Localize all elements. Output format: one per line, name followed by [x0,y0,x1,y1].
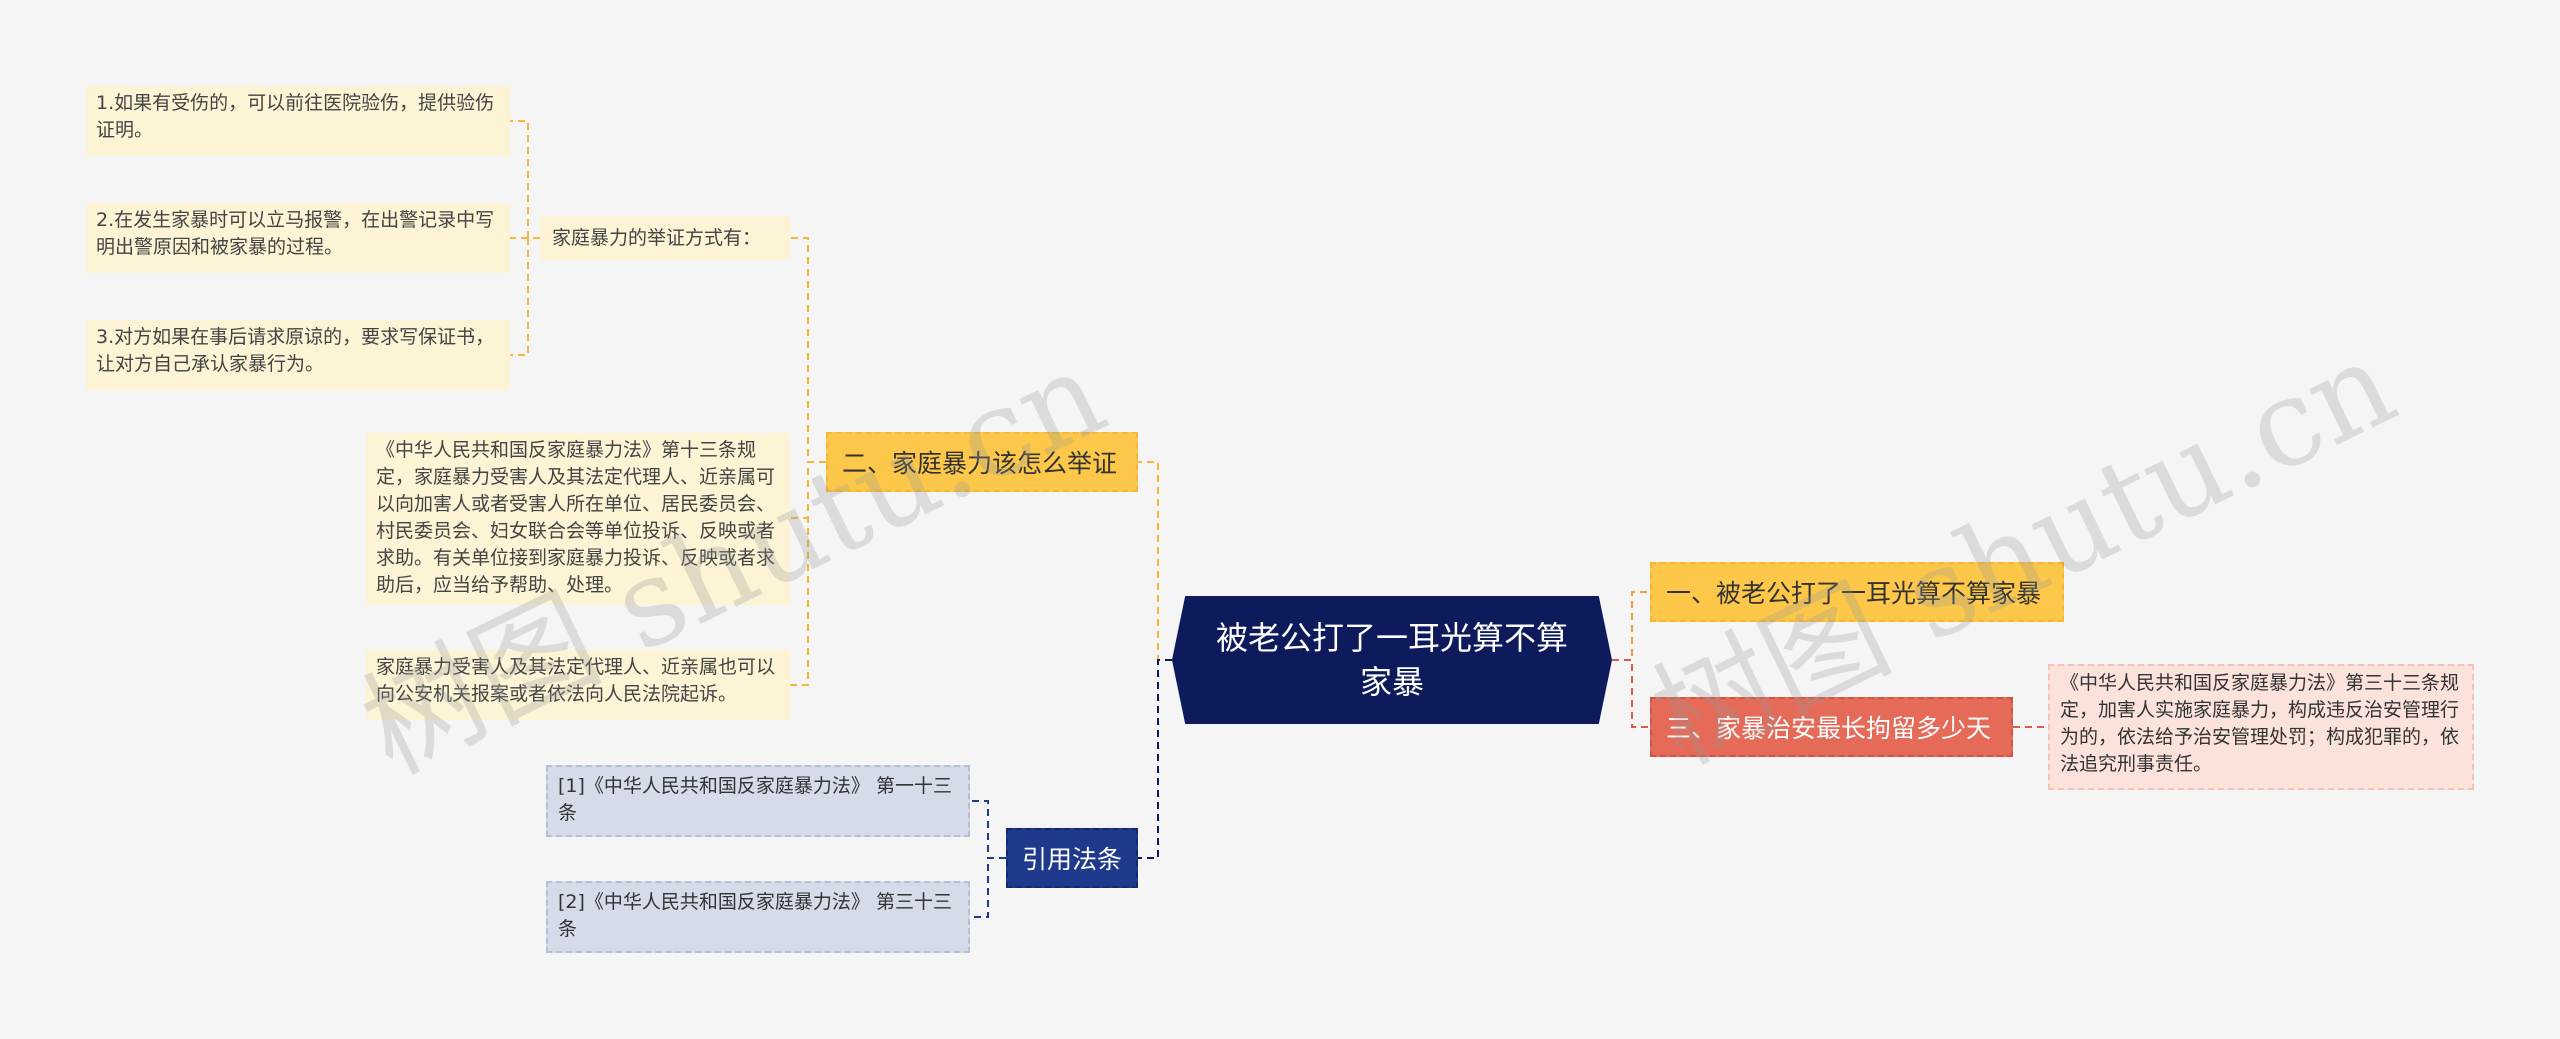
link-b2-sub [790,237,826,463]
link-center-b3 [1612,659,1650,728]
reference-item-1-text: [1]《中华人民共和国反家庭暴力法》 第一十三条 [558,775,952,824]
central-topic[interactable]: 被老公打了一耳光算不算家暴 [1172,596,1612,724]
evidence-item-1-text: 1.如果有受伤的，可以前往医院验伤，提供验伤证明。 [96,92,495,141]
evidence-item-1[interactable]: 1.如果有受伤的，可以前往医院验伤，提供验伤证明。 [86,86,510,156]
evidence-item-3-text: 3.对方如果在事后请求原谅的，要求写保证书，让对方自己承认家暴行为。 [96,326,495,375]
link-refs-item1 [970,800,1006,859]
branch-3-topic[interactable]: 三、家暴治安最长拘留多少天 [1650,697,2013,757]
branch-1-label: 一、被老公打了一耳光算不算家暴 [1666,579,2042,608]
evidence-methods-topic[interactable]: 家庭暴力的举证方式有： [540,216,790,260]
link-sub-item1 [510,120,540,239]
evidence-methods-label: 家庭暴力的举证方式有： [552,226,762,249]
evidence-item-3[interactable]: 3.对方如果在事后请求原谅的，要求写保证书，让对方自己承认家暴行为。 [86,320,510,390]
branch-3-leaf-text: 《中华人民共和国反家庭暴力法》第三十三条规定，加害人实施家庭暴力，构成违反治安管… [2060,672,2460,775]
link-refs-item2 [970,857,1006,918]
branch-2-topic[interactable]: 二、家庭暴力该怎么举证 [826,432,1138,492]
branch-2-leaf-2-text: 家庭暴力受害人及其法定代理人、近亲属也可以向公安机关报案或者依法向人民法院起诉。 [376,656,776,705]
central-topic-label: 被老公打了一耳光算不算家暴 [1215,619,1568,701]
evidence-item-2[interactable]: 2.在发生家暴时可以立马报警，在出警记录中写明出警原因和被家暴的过程。 [86,203,510,273]
link-sub-item3 [510,237,540,356]
reference-item-2-text: [2]《中华人民共和国反家庭暴力法》 第三十三条 [558,891,952,940]
branch-2-label: 二、家庭暴力该怎么举证 [842,449,1118,478]
reference-item-1[interactable]: [1]《中华人民共和国反家庭暴力法》 第一十三条 [546,765,970,837]
reference-item-2[interactable]: [2]《中华人民共和国反家庭暴力法》 第三十三条 [546,881,970,953]
branch-3-leaf[interactable]: 《中华人民共和国反家庭暴力法》第三十三条规定，加害人实施家庭暴力，构成违反治安管… [2048,664,2474,790]
branch-2-leaf-1[interactable]: 《中华人民共和国反家庭暴力法》第十三条规定，家庭暴力受害人及其法定代理人、近亲属… [366,433,790,605]
link-b2-leaf2 [790,461,826,686]
evidence-item-2-text: 2.在发生家暴时可以立马报警，在出警记录中写明出警原因和被家暴的过程。 [96,209,495,258]
branch-2-leaf-2[interactable]: 家庭暴力受害人及其法定代理人、近亲属也可以向公安机关报案或者依法向人民法院起诉。 [366,650,790,720]
branch-2-leaf-1-text: 《中华人民共和国反家庭暴力法》第十三条规定，家庭暴力受害人及其法定代理人、近亲属… [376,439,776,596]
link-center-b1 [1612,591,1650,661]
branch-3-label: 三、家暴治安最长拘留多少天 [1666,714,1992,743]
references-label: 引用法条 [1021,845,1122,874]
references-topic[interactable]: 引用法条 [1006,828,1138,888]
link-center-b2 [1138,461,1172,661]
branch-1-topic[interactable]: 一、被老公打了一耳光算不算家暴 [1650,562,2064,622]
link-center-refs [1138,659,1172,859]
